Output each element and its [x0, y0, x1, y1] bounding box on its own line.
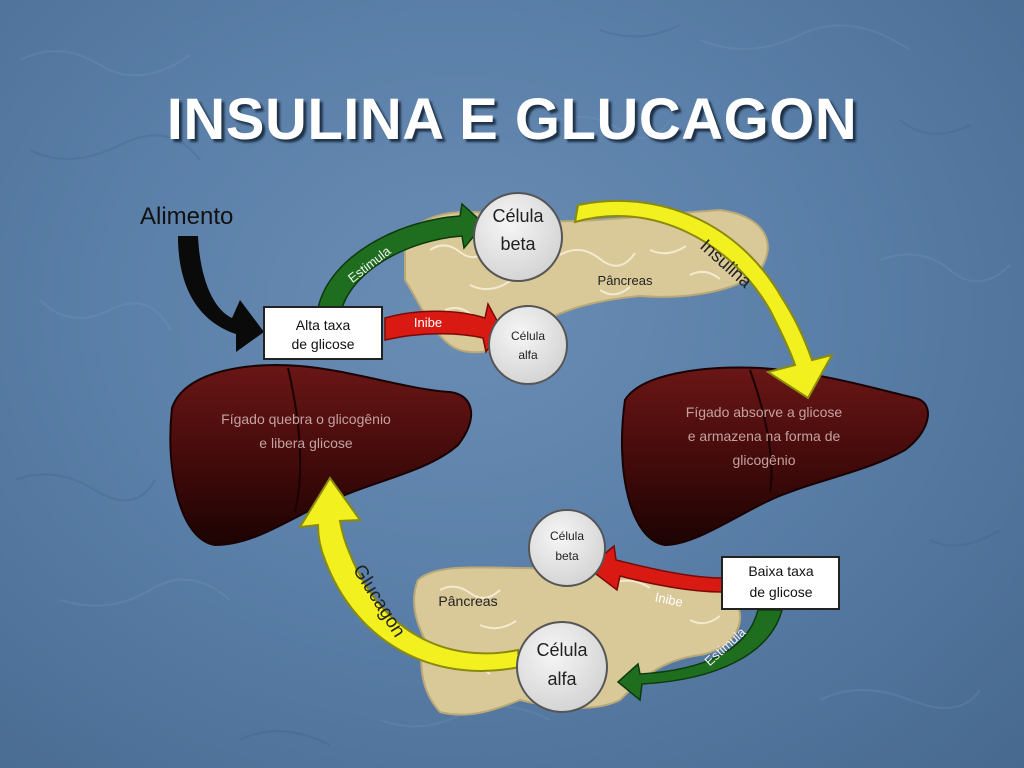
beta-cell-bottom	[528, 509, 606, 587]
beta-cell-top-line2: beta	[500, 234, 536, 254]
glucagon-arrow	[298, 476, 522, 672]
high-glucose-box	[263, 306, 383, 360]
slide-title: INSULINA E GLUCAGON	[166, 87, 858, 152]
insulin-arrow	[573, 199, 834, 400]
liver-left-line2: e libera glicose	[259, 435, 353, 451]
alpha-cell-bottom	[516, 621, 608, 713]
high-glucose-line2: de glicose	[291, 336, 354, 352]
low-glucose-line2: de glicose	[749, 584, 812, 600]
liver-left-line1: Fígado quebra o glicogênio	[221, 411, 391, 427]
beta-cell-top-line1: Célula	[492, 206, 544, 226]
alpha-cell-bottom-line2: alfa	[547, 669, 577, 689]
inhibits-bottom-label: Inibe	[654, 589, 685, 610]
high-glucose-line1: Alta taxa	[296, 317, 351, 333]
stimulate-arrow-bottom	[616, 609, 783, 702]
liver-right-line1: Fígado absorve a glicose	[686, 404, 843, 420]
beta-cell-top	[473, 192, 563, 282]
beta-cell-bottom-line2: beta	[555, 549, 579, 563]
alpha-cell-top-line1: Célula	[511, 329, 545, 343]
beta-cell-bottom-line1: Célula	[550, 529, 584, 543]
low-glucose-box	[721, 556, 840, 610]
liver-left	[169, 364, 473, 547]
pancreas-bottom-label: Pâncreas	[438, 593, 497, 609]
alpha-cell-top-line2: alfa	[518, 348, 538, 362]
food-label: Alimento	[140, 203, 233, 230]
liver-right-line2: e armazena na forma de	[688, 428, 841, 444]
pancreas-top-label: Pâncreas	[598, 273, 653, 288]
alpha-cell-bottom-line1: Célula	[536, 640, 588, 660]
alpha-cell-top	[488, 305, 568, 385]
low-glucose-line1: Baixa taxa	[748, 563, 814, 579]
liver-right	[620, 366, 929, 547]
inhibits-top-label: Inibe	[414, 315, 442, 330]
liver-right-line3: glicogênio	[732, 452, 795, 468]
food-arrow	[178, 236, 264, 352]
